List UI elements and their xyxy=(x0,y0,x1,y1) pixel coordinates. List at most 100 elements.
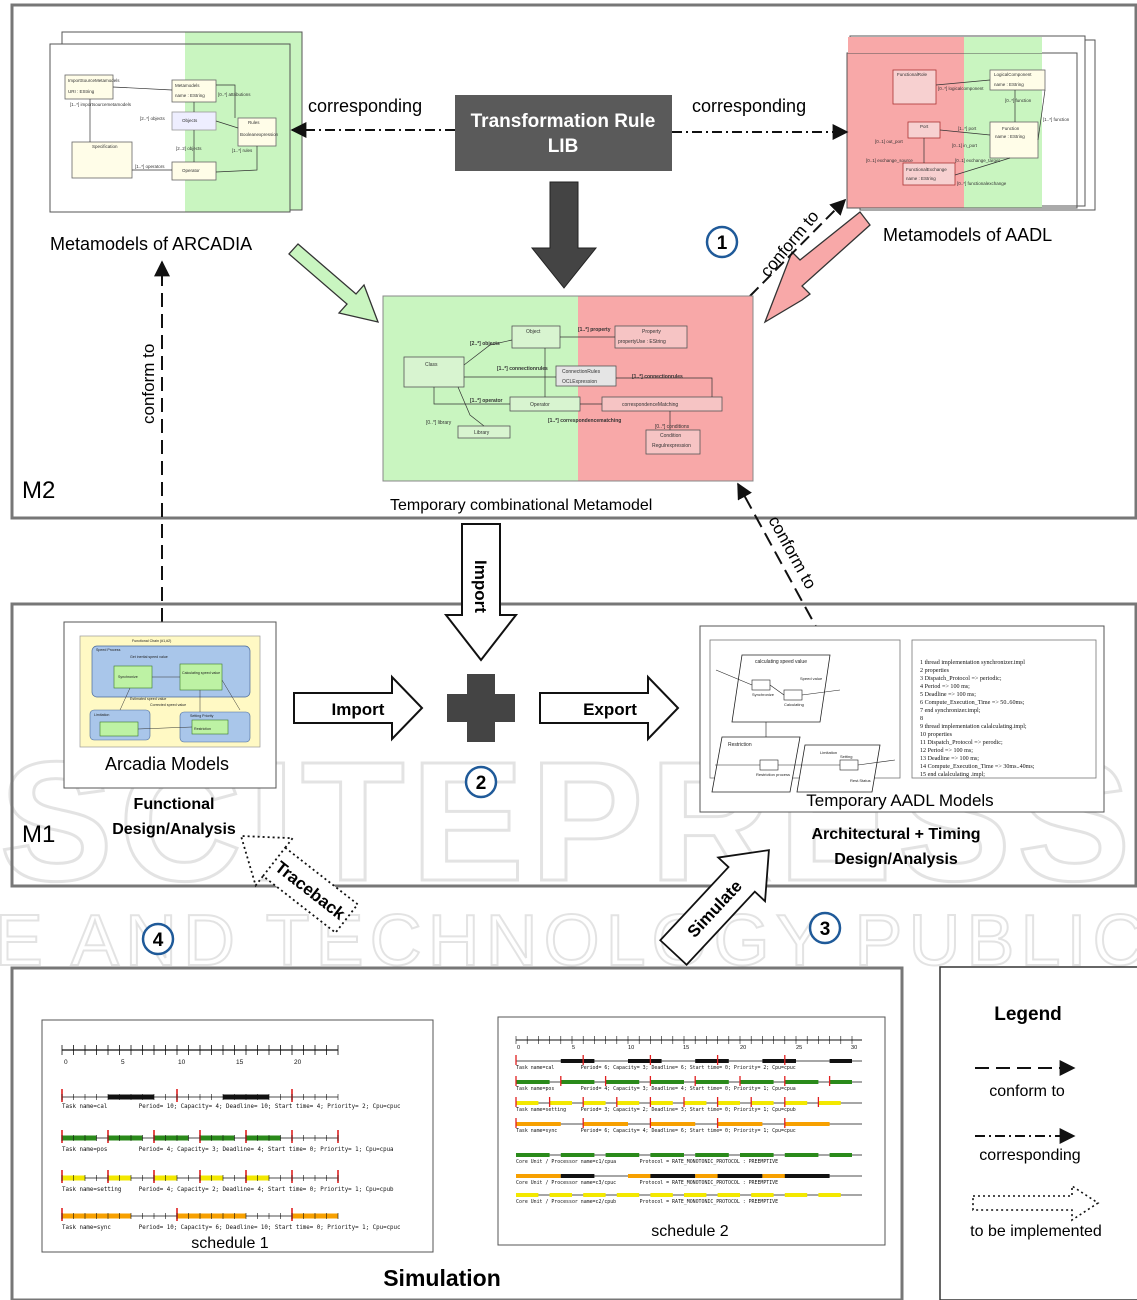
arcadia-mm-text: [0..*] attributions xyxy=(218,92,251,97)
arcadia-model-label: Restriction xyxy=(194,727,211,731)
arcadia-mm-text: [1..*] operators xyxy=(135,164,165,169)
arcadia-model-label: Speed Process xyxy=(96,648,121,652)
combo-text: [1..*] connectionrules xyxy=(632,374,683,380)
legend-conform-label: conform to xyxy=(989,1083,1065,1100)
aadl-to-combo-arrow xyxy=(763,211,871,324)
arch-line2: Design/Analysis xyxy=(834,851,958,868)
arcadia-mm-text: [2..2] objects xyxy=(176,146,202,151)
export-label: Export xyxy=(583,700,637,719)
import-right-arrow: Import xyxy=(293,674,424,742)
schedule2-tick: 15 xyxy=(683,1045,689,1051)
step-2-badge: 2 xyxy=(464,765,498,799)
transformation-rule-lib: Transformation Rule LIB xyxy=(455,95,672,171)
step-1-badge: 1 xyxy=(705,225,739,259)
step-4-badge: 4 xyxy=(141,922,175,956)
combo-text: Regulrexpression xyxy=(652,443,691,449)
import-down-label: Import xyxy=(471,560,490,613)
aadl-metamodel: FunctionalRole LogicalComponent Port Fun… xyxy=(846,35,1096,211)
svg-text:2: 2 xyxy=(476,773,487,794)
simulate-arrow: Simulate xyxy=(659,849,770,967)
aadl-code-line: 5 Deadline => 100 ms; xyxy=(920,692,976,698)
schedule-1: 0 5 10 15 20 Task name=cal Period= 10; C… xyxy=(41,1019,434,1253)
aadl-mm-entity: Port xyxy=(920,124,929,129)
combo-text: [1..*] property xyxy=(578,327,611,333)
m2-label: M2 xyxy=(22,477,55,504)
combo-text: propertyUse : EString xyxy=(618,339,666,345)
combo-text: [0..*] library xyxy=(426,420,452,426)
rule-lib-line2: LIB xyxy=(548,136,579,157)
aadl-diagram-label: Calculating xyxy=(784,702,804,707)
schedule2-row: Task name=pos Period= 4; Capacity= 3; De… xyxy=(516,1086,796,1092)
aadl-diagram-label: Setting xyxy=(840,754,852,759)
combo-text: [1..*] connectionrules xyxy=(497,366,548,372)
aadl-code-line: 12 Period => 100 ms; xyxy=(920,748,973,754)
arcadia-model-label: Calculating speed value xyxy=(182,671,220,675)
legend-title: Legend xyxy=(994,1004,1062,1025)
schedule2-row: Task name=sync Period= 6; Capacity= 4; D… xyxy=(516,1128,796,1134)
arcadia-mm-entity: Metamodels xyxy=(175,83,200,88)
svg-text:1: 1 xyxy=(717,233,728,254)
schedule1-tick: 0 xyxy=(64,1059,68,1066)
schedule2-tick: 10 xyxy=(628,1045,634,1051)
arcadia-mm-text: URI : EString xyxy=(68,89,95,94)
aadl-code-line: 4 Period => 100 ms; xyxy=(920,684,970,690)
aadl-metamodel-caption: Metamodels of AADL xyxy=(883,225,1052,245)
combo-entity: Class xyxy=(425,362,438,368)
rule-lib-line1: Transformation Rule xyxy=(471,111,656,132)
arcadia-mm-text: [1..*] rules xyxy=(232,148,253,153)
schedule1-tick: 20 xyxy=(294,1059,302,1066)
legend-implemented-label: to be implemented xyxy=(970,1223,1102,1240)
m1-label: M1 xyxy=(22,821,55,848)
arcadia-mm-entity: ImportSourceMetamodels xyxy=(68,78,120,83)
aadl-code-line: 1 thread implementation synchronizer.imp… xyxy=(920,660,1025,666)
aadl-mm-text: name : EString xyxy=(906,176,936,181)
aadl-mm-text: [0..*] functionalexchange xyxy=(957,181,1007,186)
aadl-models: calculating speed value Synchronize Calc… xyxy=(699,625,1105,813)
aadl-mm-text: [0..1] out_port xyxy=(875,139,904,144)
arcadia-mm-text: [2..*] objects xyxy=(140,116,166,121)
schedule1-task: Task name=sync Period= 10; Capacity= 6; … xyxy=(62,1225,401,1231)
step-3-badge: 3 xyxy=(808,911,842,945)
combo-text: [0..*] conditions xyxy=(655,424,690,430)
schedule1-task: Task name=setting Period= 4; Capacity= 2… xyxy=(62,1187,394,1193)
aadl-mm-text: [1..*] function xyxy=(1043,117,1070,122)
arcadia-mm-text: Booleanexpression xyxy=(240,132,279,137)
combo-text: [1..*] operator xyxy=(470,398,503,404)
corresponding-label-right: corresponding xyxy=(692,96,806,116)
arcadia-model-label: Functional Chain (#1,#2) xyxy=(132,639,171,643)
legend-corresponding-label: corresponding xyxy=(979,1147,1080,1164)
aadl-diagram-label: Rest.Status xyxy=(850,778,871,783)
arch-line1: Architectural + Timing xyxy=(811,826,980,843)
schedule1-tick: 5 xyxy=(121,1059,125,1066)
conform-to-label-aadl: conform to xyxy=(765,513,821,592)
aadl-code-line: 9 thread implementation calalculating.im… xyxy=(920,724,1027,730)
export-right-arrow: Export xyxy=(539,674,680,742)
combo-entity: Property xyxy=(642,329,661,335)
schedule2-row: Core Unit / Processor name=c1/cpua Proto… xyxy=(516,1159,778,1165)
simulation-frame xyxy=(10,966,904,1300)
aadl-code-line: 10 properties xyxy=(920,732,953,738)
arcadia-mm-entity: Specification xyxy=(92,144,118,149)
combo-text: OCLExpression xyxy=(562,379,597,385)
lib-down-arrow xyxy=(530,181,598,289)
aadl-mm-text: name : EString xyxy=(995,134,1025,139)
aadl-mm-entity: Function xyxy=(1002,126,1020,131)
functional-line1: Functional xyxy=(134,796,215,813)
arcadia-model-label: Limitation xyxy=(94,713,109,717)
schedule2-caption: schedule 2 xyxy=(651,1223,728,1240)
m1-frame xyxy=(10,602,1137,888)
corresponding-label-left: corresponding xyxy=(308,96,422,116)
aadl-models-caption: Temporary AADL Models xyxy=(806,791,993,810)
combo-caption: Temporary combinational Metamodel xyxy=(390,497,652,514)
aadl-mm-text: [0..1] in_port xyxy=(952,143,978,148)
aadl-diagram-label: calculating speed value xyxy=(755,659,807,665)
arcadia-mm-entity: Objects xyxy=(182,118,198,123)
svg-text:3: 3 xyxy=(820,919,831,940)
aadl-mm-text: [0..1] exchange_target xyxy=(955,158,1001,163)
import-down-arrow: Import xyxy=(443,523,519,662)
arcadia-model-label: Setting Priority xyxy=(190,714,214,718)
aadl-mm-entity: FunctionalExchange xyxy=(906,167,947,172)
combo-entity: ConnectionRules xyxy=(562,369,601,375)
arcadia-mm-text: name : EString xyxy=(175,93,205,98)
